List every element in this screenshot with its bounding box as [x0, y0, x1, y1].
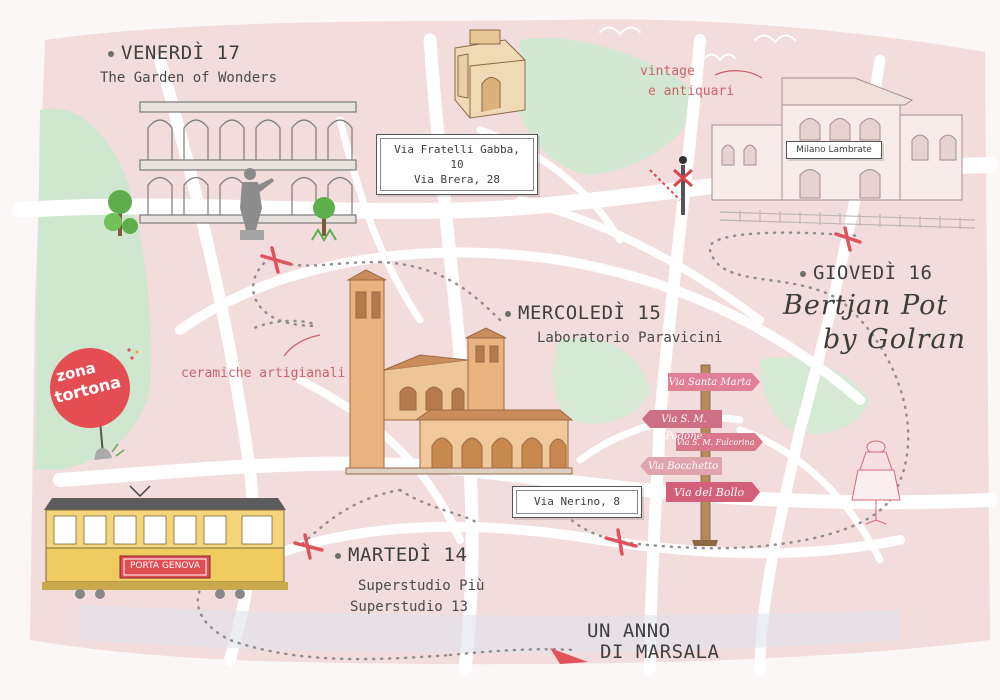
park-center: [552, 337, 650, 424]
station-plaque-lambrate: Milano Lambrate: [786, 141, 882, 159]
route-markers: [260, 226, 862, 560]
marsala-line1: UN ANNO: [587, 620, 671, 642]
marker-mercoledi: [604, 528, 638, 556]
statue-icon: [240, 168, 274, 240]
day-mercoledi-title: MERCOLEDÌ 15: [505, 302, 661, 324]
marker-venerdi: [260, 246, 292, 274]
address-plaque-gabba: Via Fratelli Gabba, 10 Via Brera, 28: [376, 134, 538, 195]
vintage-arrow-icon: [714, 70, 763, 79]
signpost-sign-fulcorina: Via S. M. Fulcorina: [676, 438, 755, 447]
signpost-sign-santa-marta: Via Santa Marta: [668, 377, 752, 388]
tree-icons: [104, 190, 337, 242]
day-venerdi-title: VENERDÌ 17: [108, 42, 240, 64]
address-nerino: Via Nerino, 8: [533, 495, 621, 508]
address-brera: Via Brera, 28: [413, 173, 501, 186]
bullet-dot-icon: [800, 270, 806, 277]
tram-destination-label: PORTA GENOVA: [130, 561, 200, 571]
station-name: Milano Lambrate: [796, 145, 872, 155]
bullet-dot-icon: [335, 552, 341, 559]
bird-icons: [599, 26, 796, 62]
day-martedi-line1: Superstudio Più: [358, 578, 485, 594]
railway-tracks: [719, 210, 976, 229]
bullet-dot-icon: [505, 310, 511, 317]
day-mercoledi-subtitle: Laboratorio Paravicini: [537, 330, 723, 346]
signpost-sign-bocchetto: Via Bocchetto: [647, 461, 719, 472]
day-martedi-line2: Superstudio 13: [350, 599, 469, 615]
signpost-sign-bollo: Via del Bollo: [673, 486, 745, 499]
day-giovedi-title: GIOVEDÌ 16: [800, 262, 932, 284]
marker-martedi: [293, 533, 324, 560]
signpost-sign-podone: Via S. M. Podone: [661, 414, 707, 442]
day-venerdi-subtitle: The Garden of Wonders: [100, 70, 278, 86]
ceramiche-arrow-icon: [283, 334, 321, 357]
park-east: [760, 357, 870, 434]
address-gabba: Via Fratelli Gabba, 10: [394, 143, 520, 171]
day-giovedi-line2: by Golran: [823, 324, 966, 355]
bullet-dot-icon: [108, 50, 114, 57]
note-vintage-line1: vintage: [640, 64, 695, 79]
note-ceramiche: ceramiche artigianali: [181, 366, 346, 381]
day-giovedi-line1: Bertjan Pot: [783, 290, 949, 321]
address-plaque-nerino: Via Nerino, 8: [512, 486, 642, 518]
marker-giovedi: [834, 226, 862, 252]
marsala-line2: DI MARSALA: [600, 641, 720, 663]
park-north: [515, 38, 700, 176]
marsala-arrow-icon: [550, 648, 588, 664]
railroad-crossing-icon: [649, 156, 693, 215]
day-martedi-title: MARTEDÌ 14: [335, 544, 467, 566]
note-vintage-line2: e antiquari: [648, 84, 735, 99]
